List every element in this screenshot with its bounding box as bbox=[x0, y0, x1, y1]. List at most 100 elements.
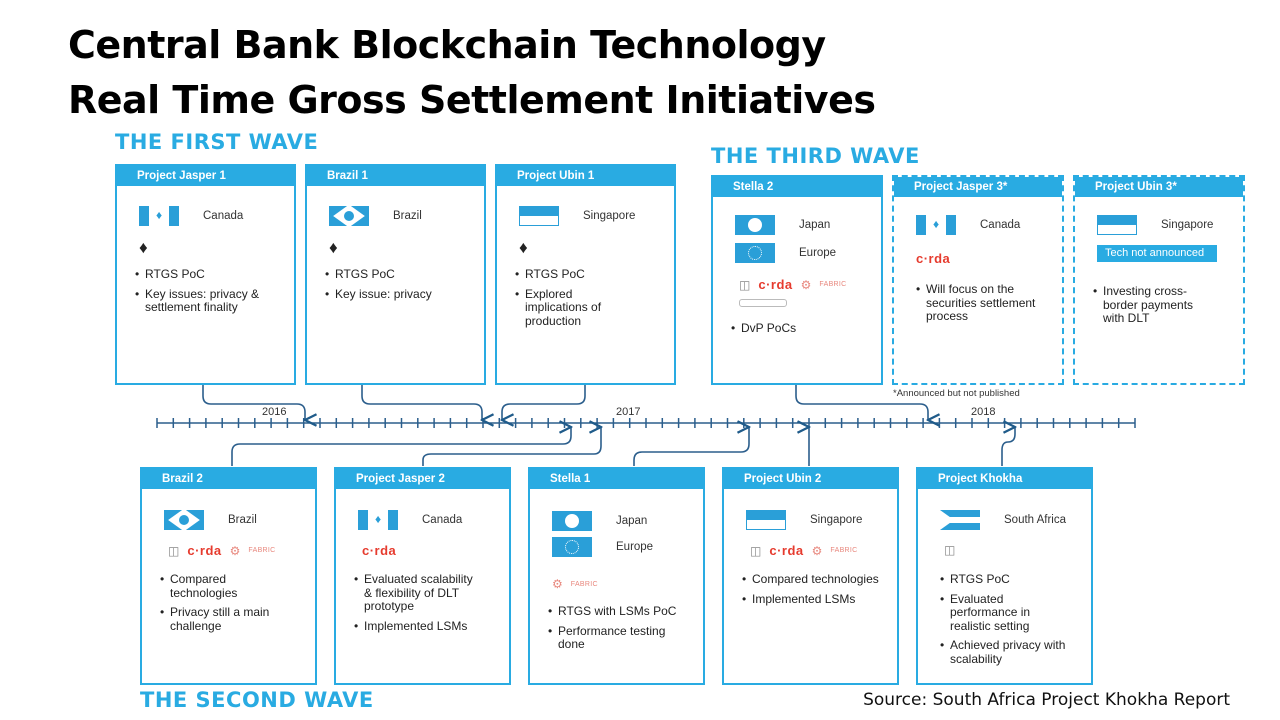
europe-flag-icon bbox=[552, 537, 592, 557]
card-title: Project Jasper 1 bbox=[117, 166, 294, 186]
connector-stella2 bbox=[795, 384, 928, 420]
card-project-jasper-1: Project Jasper 1 Canada ♦ RTGS PoC Key i… bbox=[115, 164, 296, 385]
connector-jasper1 bbox=[202, 384, 305, 420]
year-2016: 2016 bbox=[262, 406, 287, 418]
announced-note: *Announced but not published bbox=[893, 388, 1020, 399]
country-label: South Africa bbox=[1004, 514, 1067, 526]
gear-icon: ⚙ bbox=[229, 543, 241, 558]
chain-icon: ◫ bbox=[168, 543, 180, 558]
country-row: Singapore bbox=[746, 510, 862, 530]
country-label: Europe bbox=[616, 541, 654, 553]
bullet-item: Explored implications of production bbox=[515, 287, 625, 329]
tech-logos: ◫ c·rda ⚙ FABRIC bbox=[739, 277, 847, 292]
chain-icon: ◫ bbox=[750, 543, 762, 558]
card-project-ubin-1: Project Ubin 1 Singapore ♦ RTGS PoC Expl… bbox=[495, 164, 676, 385]
chain-icon: ◫ bbox=[944, 543, 956, 557]
title-line-2: Real Time Gross Settlement Initiatives bbox=[68, 78, 876, 122]
card-project-khokha: Project Khokha South Africa ◫ RTGS PoC E… bbox=[916, 467, 1093, 685]
country-row: Europe bbox=[552, 537, 653, 557]
source-note: Source: South Africa Project Khokha Repo… bbox=[863, 690, 1230, 710]
country-label: Brazil bbox=[228, 514, 257, 526]
country-label: Singapore bbox=[1161, 219, 1214, 231]
tech-logos: c·rda bbox=[916, 251, 950, 266]
second-wave-label: THE SECOND WAVE bbox=[140, 688, 374, 712]
year-2017: 2017 bbox=[616, 406, 641, 418]
country-row: Singapore bbox=[1097, 215, 1213, 235]
bullet-item: Compared technologies bbox=[160, 572, 290, 600]
third-wave-label: THE THIRD WAVE bbox=[711, 144, 920, 168]
card-title: Project Jasper 3* bbox=[894, 177, 1062, 197]
card-project-jasper-2: Project Jasper 2 Canada c·rda Evaluated … bbox=[334, 467, 511, 685]
japan-flag-icon bbox=[552, 511, 592, 531]
card-project-jasper-3: Project Jasper 3* Canada c·rda Will focu… bbox=[892, 175, 1064, 385]
country-label: Canada bbox=[203, 210, 244, 222]
card-title: Stella 2 bbox=[713, 177, 881, 197]
bullet-list: Compared technologies Implemented LSMs bbox=[742, 572, 892, 612]
country-row: Japan bbox=[735, 215, 830, 235]
bullet-list: RTGS with LSMs PoC Performance testing d… bbox=[548, 604, 678, 658]
connector-khokha bbox=[1001, 427, 1015, 466]
slide-title: Central Bank Blockchain Technology Real … bbox=[68, 18, 876, 128]
bullet-item: Implemented LSMs bbox=[742, 592, 892, 607]
bullet-item: RTGS PoC bbox=[940, 572, 1070, 587]
bullet-item: RTGS PoC bbox=[325, 267, 485, 282]
country-row: Japan bbox=[552, 511, 647, 531]
card-title: Stella 1 bbox=[530, 469, 703, 489]
bullet-item: RTGS PoC bbox=[135, 267, 295, 282]
card-title: Project Khokha bbox=[918, 469, 1091, 489]
corda-logo: c·rda bbox=[769, 543, 804, 558]
bullet-list: DvP PoCs bbox=[731, 321, 879, 342]
bullet-list: Will focus on the securities settlement … bbox=[916, 282, 1036, 330]
fabric-logo: FABRIC bbox=[570, 580, 598, 588]
country-label: Japan bbox=[616, 515, 648, 527]
corda-logo: c·rda bbox=[758, 277, 793, 292]
bullet-item: Performance testing done bbox=[548, 624, 678, 652]
country-row: Europe bbox=[735, 243, 836, 263]
brazil-flag-icon bbox=[329, 206, 369, 226]
canada-flag-icon bbox=[139, 206, 179, 226]
japan-flag-icon bbox=[735, 215, 775, 235]
timeline-axis bbox=[156, 418, 1136, 428]
tech-logos: c·rda bbox=[362, 543, 396, 558]
south-africa-flag-icon bbox=[940, 510, 980, 530]
country-row: Brazil bbox=[164, 510, 257, 530]
card-title: Project Ubin 3* bbox=[1075, 177, 1243, 197]
card-title: Brazil 2 bbox=[142, 469, 315, 489]
bullet-item: Key issues: privacy & settlement finalit… bbox=[135, 287, 295, 315]
card-stella-1: Stella 1 Japan Europe ⚙ FABRIC RTGS with… bbox=[528, 467, 705, 685]
corda-logo: c·rda bbox=[362, 543, 397, 558]
corda-logo: c·rda bbox=[187, 543, 222, 558]
bullet-item: RTGS PoC bbox=[515, 267, 625, 282]
connector-brazil1 bbox=[361, 384, 482, 420]
tech-logos: ◫ bbox=[944, 543, 955, 557]
connector-brazil2 bbox=[231, 427, 571, 466]
tech-logos bbox=[739, 299, 787, 307]
ethereum-icon: ♦ bbox=[519, 238, 528, 257]
bullet-item: Implemented LSMs bbox=[354, 619, 519, 634]
bullet-list: RTGS PoC Key issues: privacy & settlemen… bbox=[135, 267, 295, 321]
country-row: Singapore bbox=[519, 206, 635, 226]
connector-lines bbox=[202, 384, 1015, 466]
country-label: Brazil bbox=[393, 210, 422, 222]
bullet-item: Compared technologies bbox=[742, 572, 892, 587]
tech-logos: ◫ c·rda ⚙ FABRIC bbox=[168, 543, 276, 558]
card-title: Project Ubin 2 bbox=[724, 469, 897, 489]
card-title: Project Ubin 1 bbox=[497, 166, 674, 186]
connector-jasper2 bbox=[422, 427, 601, 466]
tech-not-announced-badge: Tech not announced bbox=[1097, 245, 1217, 262]
gear-icon: ⚙ bbox=[552, 577, 563, 591]
bullet-list: RTGS PoC Evaluated performance in realis… bbox=[940, 572, 1070, 672]
card-project-ubin-2: Project Ubin 2 Singapore ◫ c·rda ⚙ FABRI… bbox=[722, 467, 899, 685]
country-row: Canada bbox=[358, 510, 462, 530]
country-label: Singapore bbox=[583, 210, 636, 222]
card-project-ubin-3: Project Ubin 3* Singapore Tech not annou… bbox=[1073, 175, 1245, 385]
bullet-item: Achieved privacy with scalability bbox=[940, 638, 1070, 666]
singapore-flag-icon bbox=[1097, 215, 1137, 235]
country-row: South Africa bbox=[940, 510, 1066, 530]
singapore-flag-icon bbox=[746, 510, 786, 530]
bullet-list: RTGS PoC Key issue: privacy bbox=[325, 267, 485, 307]
country-label: Japan bbox=[799, 219, 831, 231]
country-label: Canada bbox=[422, 514, 463, 526]
fabric-logo: FABRIC bbox=[819, 281, 847, 288]
ethereum-icon: ♦ bbox=[139, 238, 148, 257]
